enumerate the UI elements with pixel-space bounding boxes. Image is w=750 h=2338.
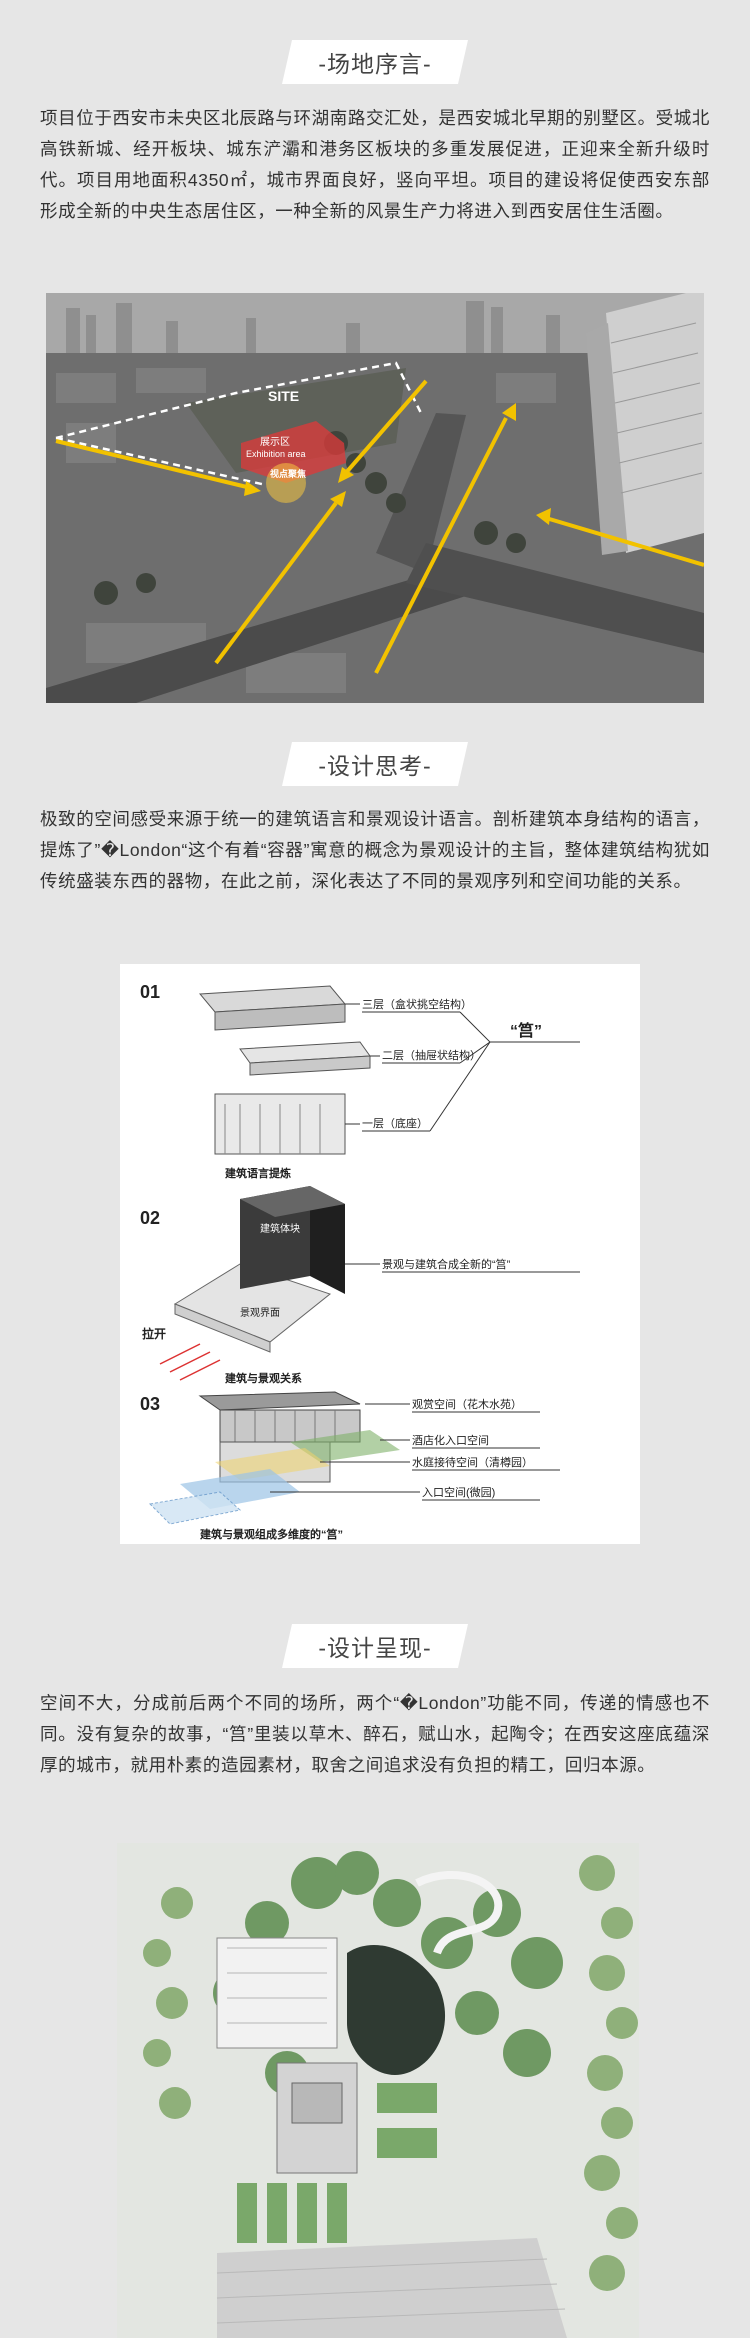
concept-diagram-graphic: 01 三层（盒状挑空结构） 二层（抽屉状结构） 一层（底座） — [140, 982, 580, 1541]
section-title-design-thinking: -设计思考- — [0, 742, 750, 786]
step2-block-label: 建筑体块 — [260, 1222, 300, 1235]
site-intro-paragraph: 项目位于西安市未央区北辰路与环湖南路交汇处，是西安城北早期的别墅区。受城北高铁新… — [40, 108, 710, 221]
step2-caption: 建筑与景观关系 — [225, 1371, 302, 1385]
step2-note: 景观与建筑合成全新的“筥” — [382, 1257, 511, 1271]
step3-number: 03 — [140, 1394, 160, 1414]
section-title-site-intro: -场地序言- — [0, 40, 750, 84]
step1-floor3-label: 三层（盒状挑空结构） — [362, 997, 472, 1011]
exhibition-area-label-en: Exhibition area — [246, 449, 306, 459]
step3-caption: 建筑与景观组成多维度的“筥” — [200, 1527, 343, 1541]
section-title-design-presentation: -设计呈现- — [0, 1624, 750, 1668]
step2-surface-label: 景观界面 — [240, 1307, 280, 1319]
focus-point-label: 视点聚焦 — [270, 468, 306, 479]
section-title-text: -设计思考- — [282, 742, 468, 786]
step1-concept-label: “筥” — [510, 1021, 542, 1040]
concept-diagram: 01 三层（盒状挑空结构） 二层（抽屉状结构） 一层（底座） — [120, 964, 640, 1544]
step3-label-entrance: 入口空间(微园) — [422, 1485, 495, 1499]
section-title-text: -设计呈现- — [282, 1624, 468, 1668]
site-aerial-graphic: SITE 展示区 Exhibition area 视点聚焦 — [46, 293, 704, 703]
step1-floor1-label: 一层（底座） — [362, 1116, 428, 1130]
step1-floor2-label: 二层（抽屉状结构） — [382, 1048, 481, 1062]
step1-caption: 建筑语言提炼 — [225, 1166, 291, 1180]
step3-label-water-court: 水庭接待空间（清樽园） — [412, 1455, 533, 1469]
step2-pull-label: 拉开 — [142, 1326, 166, 1341]
step3-label-hotel-entry: 酒店化入口空间 — [412, 1433, 489, 1447]
step1-number: 01 — [140, 982, 160, 1002]
site-aerial-photo: SITE 展示区 Exhibition area 视点聚焦 — [46, 293, 704, 703]
design-presentation-paragraph: 空间不大，分成前后两个不同的场所，两个“�London”功能不同，传递的情感也不… — [40, 1693, 710, 1775]
exhibition-area-label: 展示区 — [260, 436, 290, 448]
section-title-text: -场地序言- — [282, 40, 468, 84]
step2-number: 02 — [140, 1208, 160, 1228]
site-label: SITE — [268, 388, 299, 404]
step3-label-viewing: 观赏空间（花木水苑） — [412, 1397, 522, 1411]
design-thinking-paragraph: 极致的空间感受来源于统一的建筑语言和景观设计语言。剖析建筑本身结构的语言，提炼了… — [40, 809, 710, 891]
site-plan-image — [117, 1843, 639, 2338]
site-plan-graphic — [117, 1843, 639, 2338]
